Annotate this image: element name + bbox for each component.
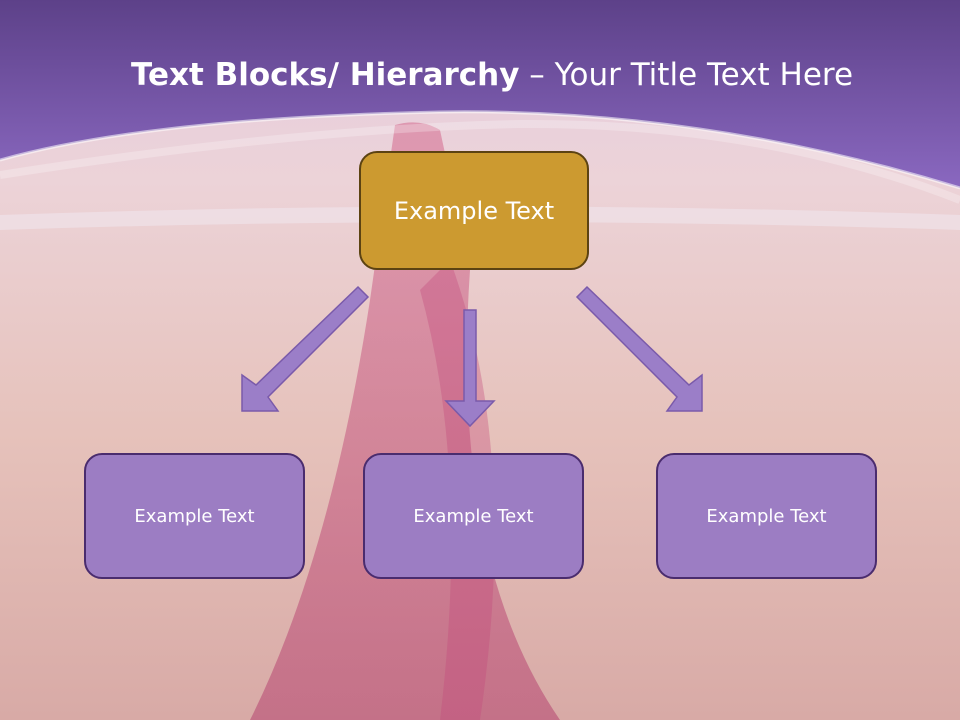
child-block-center[interactable]: Example Text: [363, 453, 584, 579]
title-rest-text: Your Title Text Here: [554, 57, 854, 93]
child-block-left[interactable]: Example Text: [84, 453, 305, 579]
child-block-label: Example Text: [413, 505, 534, 527]
child-block-label: Example Text: [706, 505, 827, 527]
slide-title: Text Blocks/ Hierarchy – Your Title Text…: [0, 52, 960, 98]
title-bold-text: Text Blocks/ Hierarchy: [130, 57, 520, 93]
child-block-right[interactable]: Example Text: [656, 453, 877, 579]
root-block[interactable]: Example Text: [359, 151, 589, 270]
root-block-label: Example Text: [393, 196, 555, 225]
child-block-label: Example Text: [134, 505, 255, 527]
title-dash: –: [519, 57, 555, 93]
